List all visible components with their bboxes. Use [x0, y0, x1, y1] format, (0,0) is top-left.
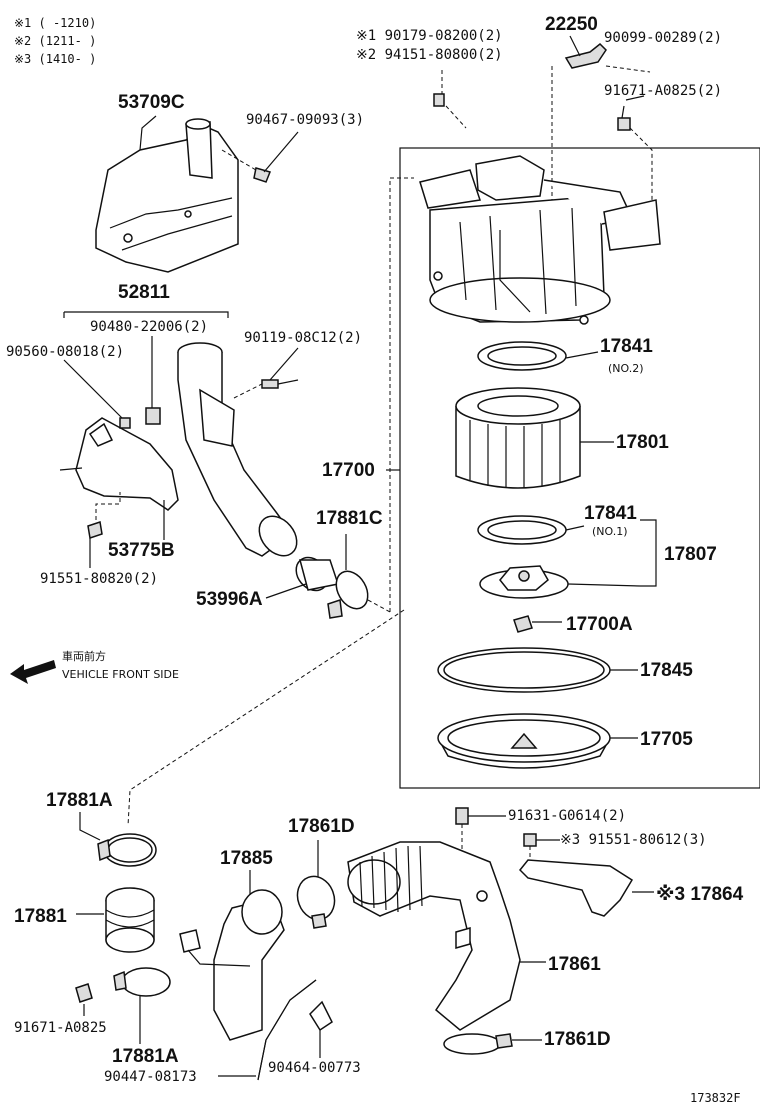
bracket-53775b-part[interactable] [59, 407, 179, 511]
clamp-17881a-top-part[interactable] [97, 833, 157, 867]
label-17864[interactable]: ※3 17864 [656, 884, 744, 905]
label-90179-08200[interactable]: ※1 90179-08200(2) [356, 28, 503, 44]
note-2: ※2 (1211- ) [14, 34, 96, 48]
label-no2: (NO.2) [608, 362, 644, 375]
clamp-17881a-bottom-part[interactable] [113, 967, 171, 997]
hose-17881-part[interactable] [105, 887, 155, 953]
gasket-17845-part[interactable] [437, 647, 611, 693]
bracket-17864-part[interactable] [518, 846, 634, 917]
label-91551-80820[interactable]: 91551-80820(2) [40, 571, 158, 587]
clip-17700a-part[interactable] [513, 615, 533, 633]
label-90447-08173[interactable]: 90447-08173 [104, 1069, 197, 1085]
label-53709c[interactable]: 53709C [118, 92, 185, 113]
sleeve-53996a-part[interactable] [290, 551, 339, 597]
bolt-91631-part[interactable] [455, 807, 506, 850]
label-91671-a0825[interactable]: 91671-A0825 [14, 1020, 107, 1036]
bolt-91551-part[interactable] [87, 492, 121, 539]
label-90560-08018[interactable]: 90560-08018(2) [6, 344, 124, 360]
label-17700[interactable]: 17700 [322, 460, 375, 481]
label-90464-00773[interactable]: 90464-00773 [268, 1060, 361, 1076]
gasket-17841-no1-part[interactable] [477, 515, 567, 545]
label-17705[interactable]: 17705 [640, 729, 693, 750]
duct-17885-part[interactable] [179, 889, 285, 1041]
bolt-91671-bottom-part[interactable] [75, 983, 93, 1016]
label-90119-08c12[interactable]: 90119-08C12(2) [244, 330, 362, 346]
sensor-22250-part[interactable] [551, 35, 651, 200]
label-17861d-top[interactable]: 17861D [288, 816, 355, 837]
label-17700a[interactable]: 17700A [566, 614, 633, 635]
label-17841-no1[interactable]: 17841 [584, 503, 637, 524]
figure-number: 173832F [690, 1091, 741, 1105]
bottom-cap-17705-part[interactable] [437, 713, 611, 769]
label-17801[interactable]: 17801 [616, 432, 669, 453]
label-91671-a0825-2[interactable]: 91671-A0825(2) [604, 83, 722, 99]
gasket-17841-no2-part[interactable] [477, 341, 567, 371]
bolt-91551-80612-part[interactable] [523, 833, 560, 847]
label-17845[interactable]: 17845 [640, 660, 693, 681]
clamp-17861d-bottom-part[interactable] [443, 1033, 513, 1055]
label-no1: (NO.1) [592, 525, 628, 538]
intake-pipe-52811-part[interactable] [177, 342, 304, 563]
vehicle-front-en: VEHICLE FRONT SIDE [62, 668, 179, 681]
front-arrow-icon [10, 660, 56, 684]
label-17885[interactable]: 17885 [220, 848, 273, 869]
label-53996a[interactable]: 53996A [196, 589, 263, 610]
bolt-90179-part[interactable] [433, 70, 467, 129]
label-91551-80612[interactable]: ※3 91551-80612(3) [560, 832, 707, 848]
label-17881a-top[interactable]: 17881A [46, 790, 113, 811]
label-17881a-bottom[interactable]: 17881A [112, 1046, 179, 1067]
vehicle-front-jp: 車両前方 [62, 649, 106, 663]
note-3: ※3 (1410- ) [14, 52, 96, 66]
note-1: ※1 ( -1210) [14, 16, 96, 30]
bolt-91671-part[interactable] [617, 95, 653, 200]
label-53775b[interactable]: 53775B [108, 540, 175, 561]
clamp-17861d-top-part[interactable] [292, 871, 341, 929]
label-94151-80800[interactable]: ※2 94151-80800(2) [356, 47, 503, 63]
clip-90464-part[interactable] [309, 1000, 333, 1032]
label-17861[interactable]: 17861 [548, 954, 601, 975]
label-17881c[interactable]: 17881C [316, 508, 383, 529]
clamp-17881c-part[interactable] [327, 566, 374, 619]
filter-element-17801-part[interactable] [455, 387, 581, 489]
label-90467-09093[interactable]: 90467-09093(3) [246, 112, 364, 128]
air-cleaner-housing-part[interactable] [419, 155, 661, 325]
label-17841-no2[interactable]: 17841 [600, 336, 653, 357]
duct-17861-part[interactable] [347, 841, 521, 1031]
label-91631-g0614[interactable]: 91631-G0614(2) [508, 808, 626, 824]
label-22250[interactable]: 22250 [545, 14, 598, 35]
label-17861d-bottom[interactable]: 17861D [544, 1029, 611, 1050]
label-90480-22006[interactable]: 90480-22006(2) [90, 319, 208, 335]
label-52811[interactable]: 52811 [118, 282, 170, 303]
bolt-90467-part[interactable] [221, 131, 299, 183]
assembly-17700-frame [399, 147, 760, 789]
label-90099-00289[interactable]: 90099-00289(2) [604, 30, 722, 46]
cover-53709c-part[interactable] [95, 115, 239, 273]
label-17807[interactable]: 17807 [664, 544, 717, 565]
hose-90447-part[interactable] [257, 979, 317, 1081]
cap-17807-part[interactable] [479, 565, 569, 599]
label-17881[interactable]: 17881 [14, 906, 67, 927]
